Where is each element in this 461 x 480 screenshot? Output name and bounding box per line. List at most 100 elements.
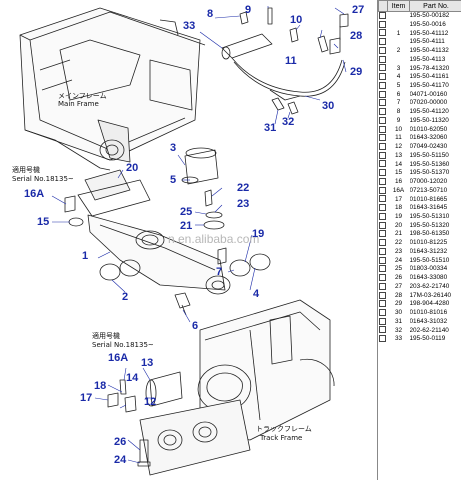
row-checkbox-cell bbox=[378, 116, 388, 126]
row-checkbox[interactable] bbox=[378, 177, 386, 185]
row-checkbox[interactable] bbox=[378, 335, 386, 343]
row-part-number: 203-62-21740 bbox=[409, 282, 450, 290]
row-checkbox-cell bbox=[378, 300, 388, 309]
row-checkbox[interactable] bbox=[378, 212, 386, 220]
row-item-number: 7 bbox=[396, 99, 401, 107]
row-checkbox-cell bbox=[378, 169, 388, 178]
row-item-number: 16 bbox=[394, 178, 403, 186]
row-checkbox[interactable] bbox=[378, 73, 386, 81]
callout-1: 1 bbox=[82, 250, 89, 262]
row-item-number: 25 bbox=[394, 265, 403, 273]
row-checkbox[interactable] bbox=[378, 274, 386, 282]
row-checkbox[interactable] bbox=[378, 151, 386, 159]
row-item-number: 3 bbox=[396, 64, 401, 72]
callout-13: 13 bbox=[141, 357, 154, 369]
row-item-number: 31 bbox=[394, 317, 403, 325]
row-item-number: 10 bbox=[394, 125, 403, 133]
row-part-number: 195-50-0119 bbox=[409, 335, 446, 343]
row-part-number: 195-50-41112 bbox=[409, 29, 449, 37]
row-checkbox[interactable] bbox=[378, 230, 386, 238]
row-checkbox[interactable] bbox=[378, 195, 386, 203]
row-checkbox[interactable] bbox=[378, 204, 386, 212]
row-checkbox[interactable] bbox=[378, 326, 386, 334]
row-checkbox[interactable] bbox=[378, 38, 386, 46]
row-item-number bbox=[388, 21, 410, 30]
parts-table-header: Item Part No. bbox=[378, 0, 461, 12]
row-checkbox[interactable] bbox=[378, 55, 386, 63]
row-checkbox[interactable] bbox=[378, 160, 386, 168]
row-item-number: 9 bbox=[396, 116, 401, 124]
row-item-number: 4 bbox=[396, 73, 401, 81]
table-row: 7 07020-00000 bbox=[378, 99, 461, 108]
row-checkbox[interactable] bbox=[378, 12, 386, 19]
row-item-number: 16A bbox=[392, 186, 405, 194]
row-checkbox-cell bbox=[378, 12, 388, 21]
row-checkbox[interactable] bbox=[378, 125, 386, 133]
row-checkbox[interactable] bbox=[378, 143, 386, 151]
row-part-number: 07049-02430 bbox=[409, 143, 448, 151]
row-checkbox-cell bbox=[378, 308, 388, 318]
row-part-number: 195-50-4111 bbox=[409, 38, 445, 46]
row-checkbox[interactable] bbox=[378, 20, 386, 28]
row-checkbox[interactable] bbox=[378, 291, 386, 299]
table-row: 195-50-00182 bbox=[378, 12, 461, 21]
row-part-number: 195-50-51360 bbox=[409, 160, 450, 168]
callout-16a-upper: 16A bbox=[24, 188, 45, 200]
row-checkbox[interactable] bbox=[378, 108, 386, 116]
row-item-number bbox=[388, 38, 410, 47]
row-checkbox[interactable] bbox=[378, 221, 386, 229]
row-item-number: 22 bbox=[394, 239, 403, 247]
row-checkbox-cell bbox=[378, 38, 388, 47]
row-checkbox[interactable] bbox=[378, 265, 386, 273]
callout-16a-lower: 16A bbox=[108, 352, 129, 364]
serial-label-jp-1: 適用号機 bbox=[12, 166, 40, 174]
row-checkbox-cell bbox=[378, 134, 388, 143]
row-checkbox[interactable] bbox=[378, 81, 386, 89]
callout-7: 7 bbox=[216, 266, 223, 278]
callout-9: 9 bbox=[245, 4, 252, 16]
table-row: 195-50-4113 bbox=[378, 55, 461, 65]
row-checkbox-cell bbox=[378, 204, 388, 213]
row-item-number: 14 bbox=[394, 160, 403, 168]
header-check bbox=[378, 0, 388, 12]
row-item-number: 24 bbox=[394, 256, 403, 264]
row-checkbox[interactable] bbox=[378, 90, 386, 98]
row-checkbox[interactable] bbox=[378, 317, 386, 325]
row-checkbox[interactable] bbox=[378, 247, 386, 255]
row-item-number: 27 bbox=[394, 282, 403, 290]
header-item: Item bbox=[387, 0, 410, 12]
row-part-number: 07020-00000 bbox=[409, 99, 448, 107]
row-checkbox[interactable] bbox=[378, 46, 386, 54]
row-checkbox[interactable] bbox=[378, 300, 386, 308]
row-checkbox[interactable] bbox=[378, 116, 386, 124]
row-checkbox[interactable] bbox=[378, 64, 386, 72]
row-checkbox[interactable] bbox=[378, 239, 386, 247]
row-checkbox[interactable] bbox=[378, 134, 386, 142]
row-checkbox[interactable] bbox=[378, 29, 386, 37]
row-checkbox-cell bbox=[378, 46, 388, 56]
callout-29: 29 bbox=[350, 66, 363, 78]
row-checkbox[interactable] bbox=[378, 99, 386, 107]
serial-label-en-2: Serial No.18135~ bbox=[92, 341, 154, 349]
table-row: 195-50-0016 bbox=[378, 20, 461, 30]
row-checkbox-cell bbox=[378, 73, 388, 82]
row-checkbox-cell bbox=[378, 274, 388, 283]
row-checkbox-cell bbox=[378, 230, 388, 239]
row-item-number: 17 bbox=[394, 195, 403, 203]
row-checkbox[interactable] bbox=[378, 282, 386, 290]
row-checkbox[interactable] bbox=[378, 186, 386, 194]
row-item-number: 19 bbox=[394, 212, 403, 220]
row-checkbox[interactable] bbox=[378, 256, 386, 264]
row-checkbox[interactable] bbox=[378, 308, 386, 316]
row-part-number: 07213-50710 bbox=[409, 186, 448, 194]
row-checkbox[interactable] bbox=[378, 169, 386, 177]
row-checkbox-cell bbox=[378, 108, 388, 117]
